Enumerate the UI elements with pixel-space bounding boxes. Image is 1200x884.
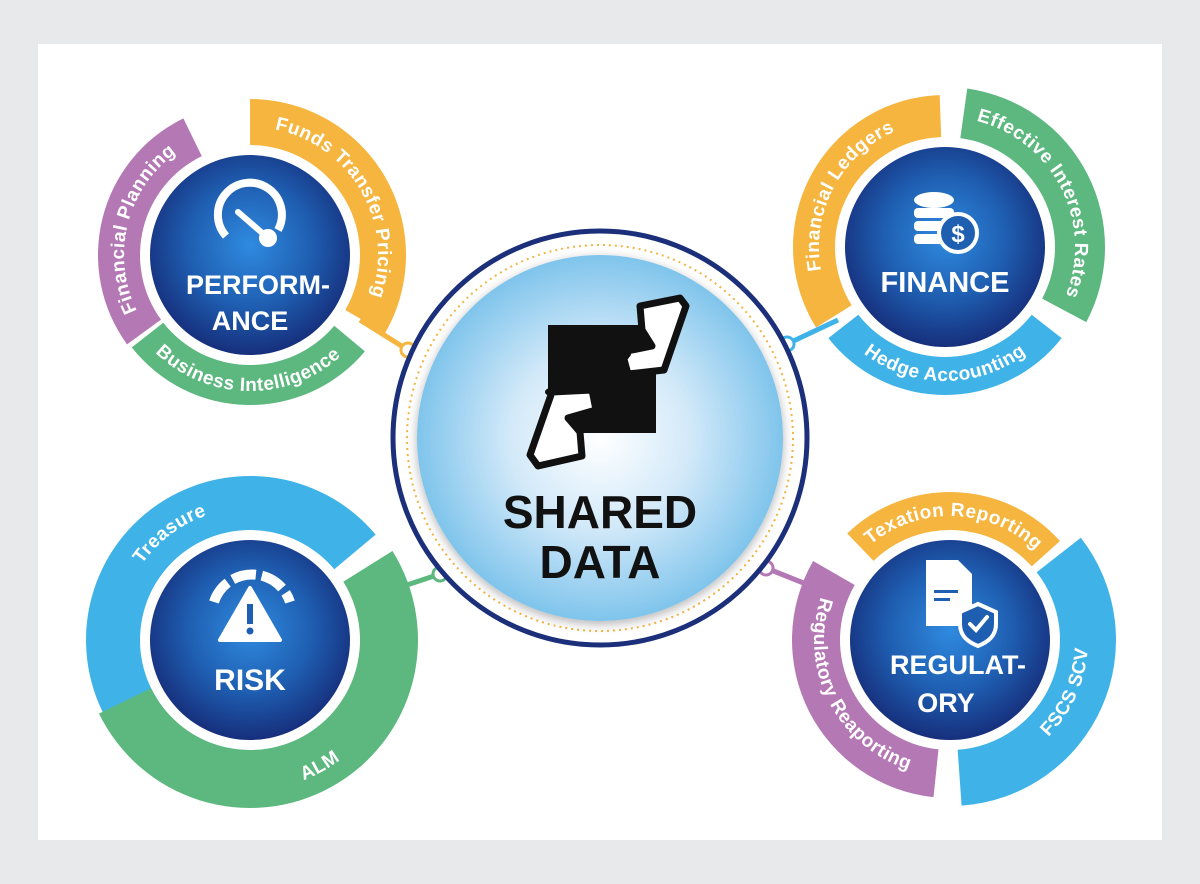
financial-ledgers-arc (793, 95, 942, 328)
funds-transfer-pricing-arc (250, 99, 406, 333)
svg-text:$: $ (951, 221, 965, 248)
fscs-scv-arc (957, 537, 1116, 806)
texation-reporting-arc (847, 492, 1060, 567)
coin-stack-dollar-icon: $ (914, 192, 979, 254)
risk-title: RISK (214, 664, 286, 697)
center-shared-data: SHARED DATA (390, 228, 810, 648)
hands-exchanging-document-icon (526, 294, 690, 470)
performance-title-line-1: PERFORM- (186, 270, 330, 300)
treasure-arc (86, 476, 376, 732)
center-dotted-ring (406, 244, 794, 632)
center-title-line-1: SHARED (503, 486, 697, 538)
performance-connector (358, 317, 410, 353)
regulatory-title-line-2: ORY (917, 688, 975, 718)
finance-title: FINANCE (881, 267, 1010, 299)
speedometer-gauge-icon (213, 178, 286, 247)
performance-hub-disc (150, 155, 350, 355)
finance-connector (785, 317, 840, 347)
document-shield-check-icon (926, 560, 998, 649)
hedge-accounting-arc (828, 314, 1062, 396)
regulatory-hub-disc (850, 540, 1050, 740)
effective-interest-rates-arc (960, 88, 1105, 323)
alm-arc (99, 550, 419, 809)
regulatory-reaporting-arc (791, 561, 939, 798)
performance-title-line-2: ANCE (212, 306, 289, 336)
business-intelligence-arc (131, 322, 365, 406)
regulatory-title-line-1: REGULAT- (890, 650, 1026, 680)
warning-gauge-icon (209, 569, 295, 642)
financial-planning-arc (98, 118, 202, 345)
center-disc (417, 255, 783, 621)
center-title-line-2: DATA (540, 536, 661, 588)
